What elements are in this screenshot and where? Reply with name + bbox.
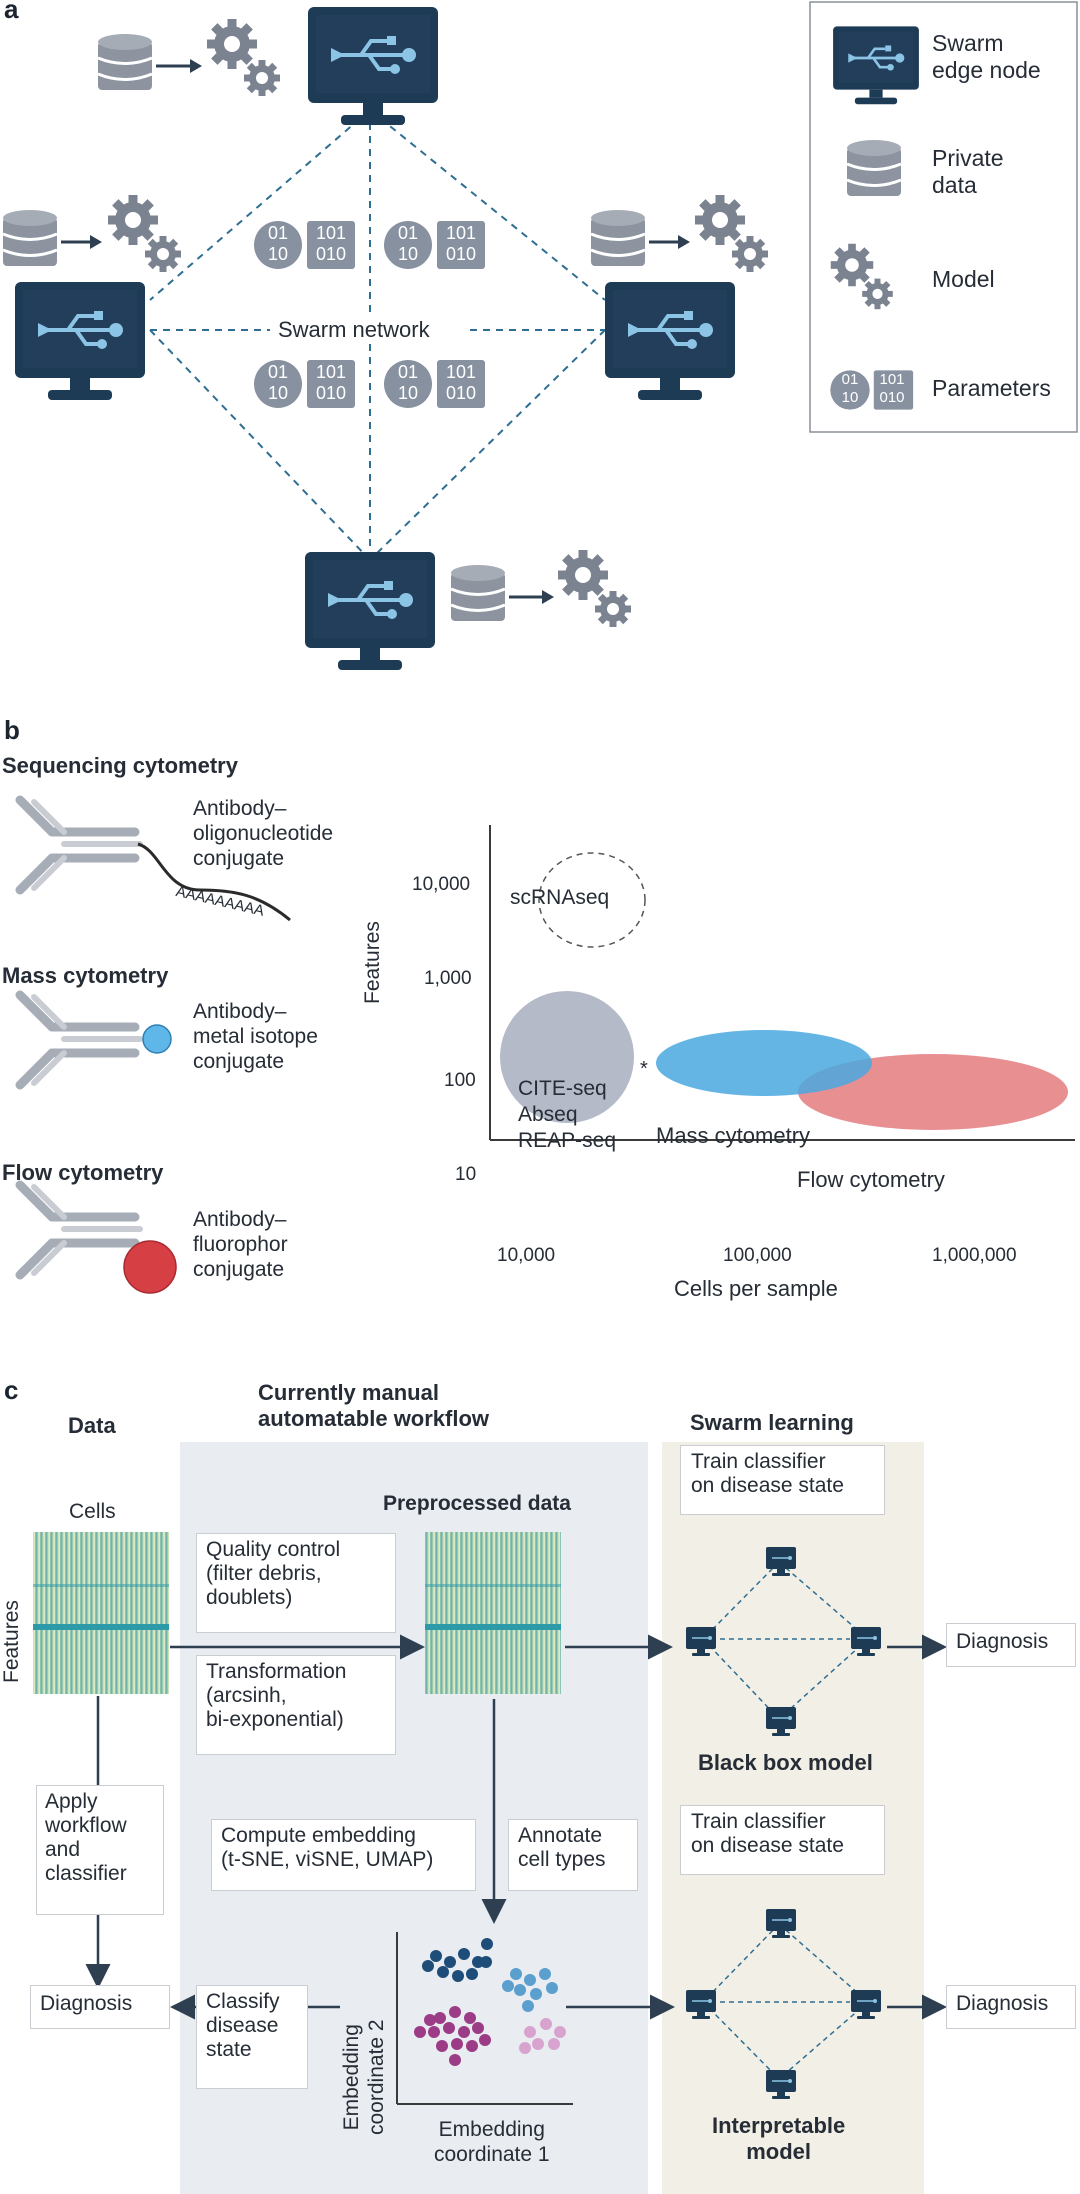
- diagnosis-box-top: Diagnosis: [946, 1623, 1076, 1667]
- legend-model: Model: [932, 266, 995, 292]
- xtick-1000000: 1,000,000: [932, 1245, 1017, 1266]
- region-scrnaseq: [538, 852, 646, 948]
- label-mass-cytometry: Mass cytometry: [656, 1123, 811, 1148]
- features-vs-cells-chart: [489, 825, 1075, 1141]
- swarm-edge-node-left: [13, 280, 147, 402]
- gears-icon: [558, 550, 631, 627]
- chart-ylabel: Features: [361, 921, 384, 1004]
- diagnosis-box-bottom: Diagnosis: [946, 1985, 1076, 2029]
- diagnosis-box-left: Diagnosis: [30, 1985, 170, 2029]
- workflow-graphics: [33, 1532, 947, 2105]
- database-icon: [845, 138, 903, 198]
- database-icon: [449, 563, 507, 623]
- cluster-magenta: [414, 2006, 491, 2066]
- swarm-edge-node-right: [603, 280, 737, 402]
- gears-icon: [108, 195, 181, 272]
- preprocessed-heatmap: [425, 1532, 561, 1694]
- antibody-icon: [20, 800, 140, 890]
- region-mass-cytometry: [656, 1030, 872, 1096]
- ytick-100: 100: [444, 1070, 476, 1091]
- swarm-edge-node-top: [306, 5, 440, 127]
- gears-icon: [207, 19, 280, 96]
- legend-parameters: Parameters: [932, 375, 1051, 401]
- gears-icon: [695, 195, 768, 272]
- antibody-icon: [20, 995, 140, 1085]
- assay-title-flow: Flow cytometry: [2, 1160, 164, 1185]
- swarm-network-interpretable: [685, 1908, 882, 2100]
- panel-a-label: a: [4, 0, 19, 24]
- quality-control-box: Quality control(filter debris,doublets): [196, 1533, 396, 1633]
- black-box-label: Black box model: [698, 1750, 873, 1775]
- transformation-box: Transformation(arcsinh,bi-exponential): [196, 1655, 396, 1755]
- swarm-network-label: Swarm network: [274, 317, 434, 343]
- cells-label: Cells: [69, 1500, 116, 1523]
- cluster-blue: [502, 1968, 558, 2012]
- swarm-edge-node-bottom: [303, 550, 437, 672]
- cluster-navy: [422, 1938, 493, 1982]
- ytick-10000: 10,000: [412, 874, 471, 895]
- database-icon: [96, 32, 154, 92]
- assay-title-sequencing: Sequencing cytometry: [2, 753, 238, 778]
- database-icon: [1, 208, 59, 268]
- cells-heatmap: [33, 1532, 169, 1694]
- assay-title-mass: Mass cytometry: [2, 963, 169, 988]
- panel-b-label: b: [4, 715, 20, 745]
- region-cite-seq: [500, 991, 634, 1123]
- antibody-illustrations: [0, 770, 291, 1294]
- xtick-10000: 10,000: [497, 1245, 556, 1266]
- database-icon: [589, 208, 647, 268]
- header-data: Data: [68, 1413, 116, 1438]
- panel-a-diagram: [1, 1, 1078, 672]
- ytick-1000: 1,000: [424, 968, 472, 989]
- cluster-pink: [519, 2018, 566, 2054]
- header-swarm: Swarm learning: [690, 1410, 854, 1435]
- preprocessed-label: Preprocessed data: [383, 1492, 571, 1515]
- chart-xlabel: Cells per sample: [674, 1276, 838, 1301]
- panel-c-label: c: [4, 1375, 19, 1405]
- label-flow-cytometry: Flow cytometry: [797, 1167, 945, 1192]
- asterisk-marker: *: [640, 1058, 648, 1080]
- antibody-icon: [20, 1185, 140, 1275]
- ytick-10: 10: [455, 1164, 477, 1185]
- compute-embedding-box: Compute embedding(t-SNE, viSNE, UMAP): [211, 1819, 476, 1891]
- xtick-100000: 100,000: [723, 1245, 792, 1266]
- label-scrnaseq: scRNAseq: [510, 886, 610, 909]
- swarm-network-black-box: [685, 1546, 882, 1737]
